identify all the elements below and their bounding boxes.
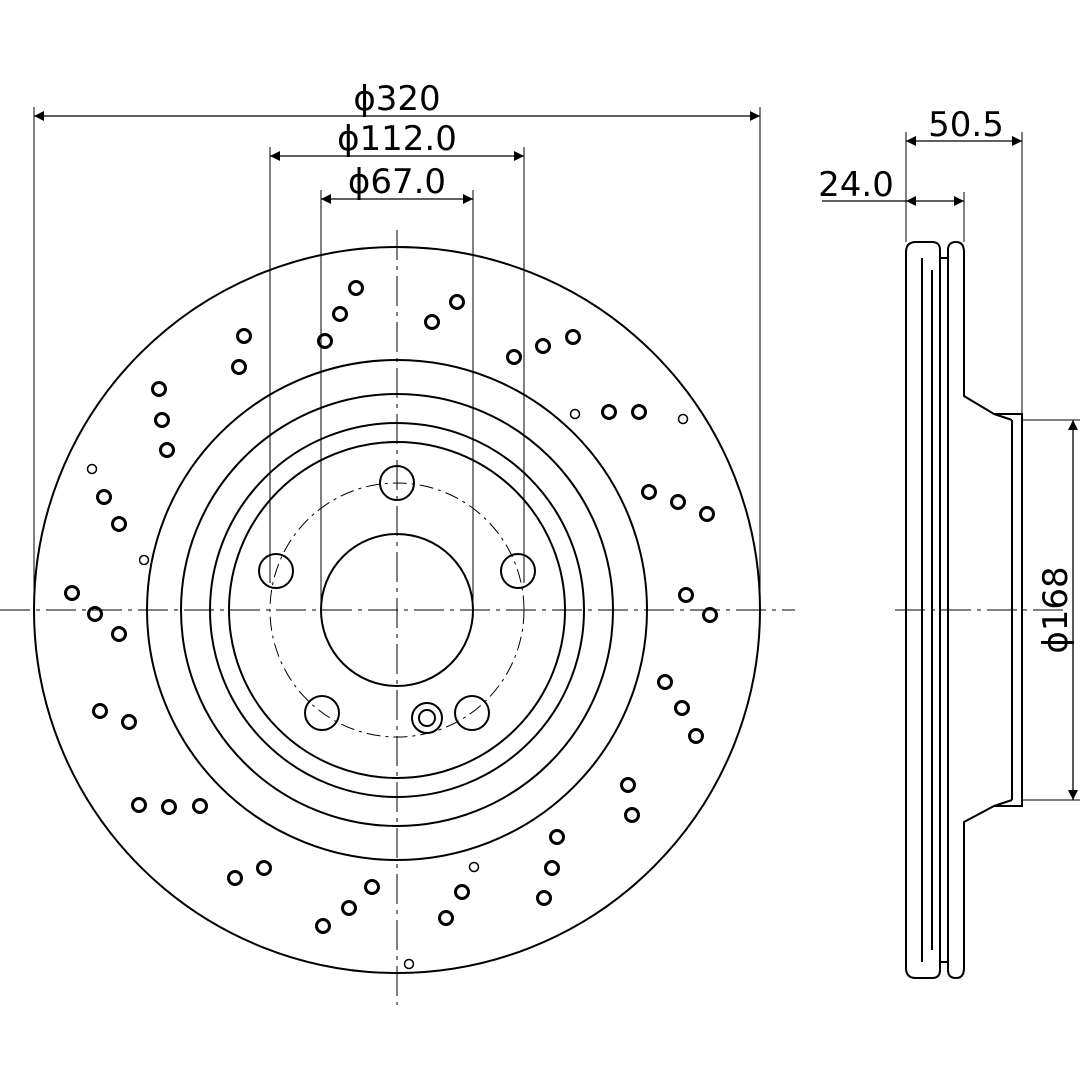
hat-outer-edge bbox=[180, 393, 614, 827]
side-extension-lines bbox=[905, 132, 1080, 801]
small-mark bbox=[677, 413, 689, 425]
locating-screw bbox=[411, 702, 443, 734]
small-mark bbox=[468, 861, 480, 873]
wheel-bolt-hole bbox=[304, 695, 340, 731]
drilled-hole bbox=[161, 799, 177, 815]
hat-face-ring bbox=[228, 441, 566, 779]
side-view: 50.5 24.0 ϕ168 bbox=[818, 105, 1080, 980]
small-mark bbox=[403, 958, 415, 970]
friction-ring-inner-edge bbox=[146, 359, 648, 861]
drilled-hole bbox=[631, 404, 647, 420]
drilled-hole bbox=[688, 728, 704, 744]
drilled-hole bbox=[154, 412, 170, 428]
drilled-hole bbox=[121, 714, 137, 730]
drilled-hole bbox=[111, 516, 127, 532]
drilled-hole bbox=[670, 494, 686, 510]
drilled-hole bbox=[159, 442, 175, 458]
small-marks bbox=[86, 408, 689, 970]
locating-screw-inner bbox=[418, 709, 436, 727]
drilled-hole bbox=[678, 587, 694, 603]
drilled-hole bbox=[699, 506, 715, 522]
drilled-hole bbox=[620, 777, 636, 793]
wheel-bolt-holes bbox=[258, 465, 536, 731]
drilled-hole bbox=[64, 585, 80, 601]
drilled-hole bbox=[332, 306, 348, 322]
drilled-hole bbox=[348, 280, 364, 296]
drilled-hole bbox=[236, 328, 252, 344]
drilled-hole bbox=[535, 338, 551, 354]
drilled-hole bbox=[364, 879, 380, 895]
bolt-circle bbox=[269, 482, 525, 738]
wheel-bolt-hole bbox=[258, 553, 294, 589]
drilled-hole bbox=[151, 381, 167, 397]
hat-step-ring bbox=[209, 422, 585, 798]
front-view: ϕ320 ϕ112.0 ϕ67.0 bbox=[0, 79, 795, 1005]
drilled-hole bbox=[256, 860, 272, 876]
drilled-hole bbox=[111, 626, 127, 642]
drilled-holes bbox=[64, 280, 718, 934]
drilled-hole bbox=[536, 890, 552, 906]
outer-diameter-label: ϕ320 bbox=[353, 79, 440, 119]
wheel-bolt-hole bbox=[454, 695, 490, 731]
drilled-hole bbox=[674, 700, 690, 716]
drilled-hole bbox=[192, 798, 208, 814]
small-mark bbox=[569, 408, 581, 420]
total-height-label: 50.5 bbox=[928, 105, 1004, 145]
drilled-hole bbox=[702, 607, 718, 623]
drilled-hole bbox=[601, 404, 617, 420]
drilled-hole bbox=[641, 484, 657, 500]
drilled-hole bbox=[131, 797, 147, 813]
small-mark bbox=[86, 463, 98, 475]
drilled-hole bbox=[317, 333, 333, 349]
drilled-hole bbox=[449, 294, 465, 310]
bolt-circle-label: ϕ112.0 bbox=[337, 119, 457, 159]
drilled-hole bbox=[657, 674, 673, 690]
drilled-hole bbox=[87, 606, 103, 622]
drilled-hole bbox=[565, 329, 581, 345]
drilled-hole bbox=[92, 703, 108, 719]
drilled-hole bbox=[506, 349, 522, 365]
center-bore-label: ϕ67.0 bbox=[348, 162, 446, 202]
drilled-hole bbox=[231, 359, 247, 375]
drilled-hole bbox=[454, 884, 470, 900]
drilled-hole bbox=[544, 860, 560, 876]
drilled-hole bbox=[341, 900, 357, 916]
hat-diameter-label: ϕ168 bbox=[1036, 566, 1076, 653]
side-profile-outline bbox=[905, 240, 1023, 980]
drilled-hole bbox=[624, 807, 640, 823]
small-mark bbox=[138, 554, 150, 566]
locating-screw-outer bbox=[411, 702, 443, 734]
drilled-hole bbox=[227, 870, 243, 886]
drilled-hole bbox=[315, 918, 331, 934]
wheel-bolt-hole bbox=[379, 465, 415, 501]
wheel-bolt-hole bbox=[500, 553, 536, 589]
front-extension-lines bbox=[33, 107, 761, 610]
drilled-hole bbox=[424, 314, 440, 330]
disc-thickness-label: 24.0 bbox=[818, 165, 894, 205]
drilled-hole bbox=[438, 910, 454, 926]
drilled-hole bbox=[96, 489, 112, 505]
drilled-hole bbox=[549, 829, 565, 845]
